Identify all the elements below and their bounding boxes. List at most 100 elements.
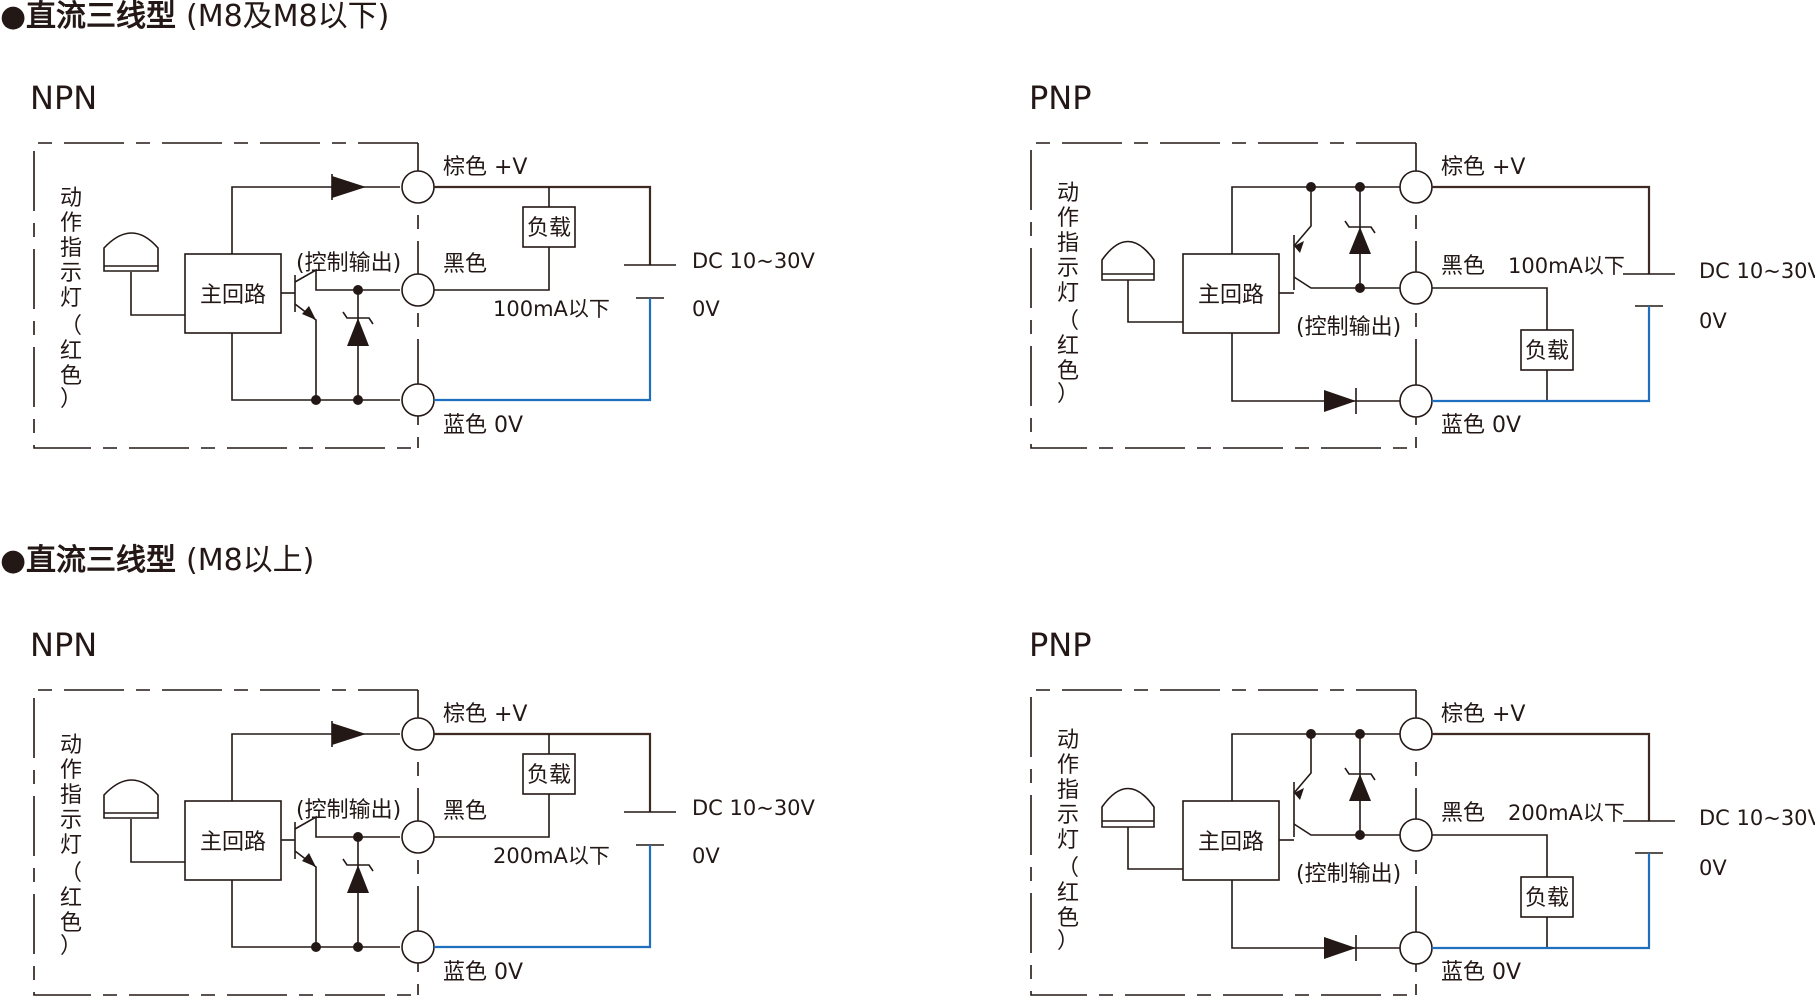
main-circuit-label: 主回路 bbox=[1198, 283, 1264, 308]
load-box bbox=[1520, 329, 1574, 371]
current-label: 200mA以下 bbox=[493, 844, 610, 868]
sensor-enclosure bbox=[33, 142, 418, 449]
svg-text:作: 作 bbox=[60, 211, 82, 236]
brown-wire-label: 棕色 +V bbox=[443, 155, 527, 180]
black-wire-label: 黑色 bbox=[1441, 254, 1485, 279]
svg-text:动: 动 bbox=[1057, 728, 1079, 753]
svg-text:示: 示 bbox=[60, 808, 82, 833]
transistor-emitter-arrow bbox=[1294, 788, 1304, 800]
blue-wire-label: 蓝色 0V bbox=[1441, 960, 1521, 985]
terminal-blue bbox=[401, 383, 435, 417]
svg-text:色: 色 bbox=[1057, 359, 1079, 384]
supply-label: DC 10~30V bbox=[692, 249, 816, 273]
main-circuit-label: 主回路 bbox=[1198, 830, 1264, 855]
current-label: 100mA以下 bbox=[1508, 254, 1625, 278]
svg-text:（: （ bbox=[1057, 309, 1079, 334]
load-label: 负载 bbox=[527, 216, 571, 241]
diode-icon bbox=[332, 723, 366, 745]
control-output-label: (控制输出) bbox=[296, 251, 401, 276]
zener-icon bbox=[347, 865, 369, 893]
indicator-lamp-icon bbox=[103, 232, 159, 272]
load-box bbox=[522, 753, 576, 795]
svg-text:红: 红 bbox=[60, 339, 82, 364]
control-output-label: (控制输出) bbox=[296, 798, 401, 823]
transistor-emitter-arrow bbox=[1294, 241, 1304, 253]
npn-diagram: NPN 动 作 指 示 灯 （ 红 色 ） 主回路 bbox=[30, 79, 816, 449]
black-wire-label: 黑色 bbox=[1441, 801, 1485, 826]
load-box bbox=[522, 206, 576, 248]
indicator-label: 动 作 指 示 灯 （ 红 色 ） bbox=[1057, 728, 1079, 954]
sensor-enclosure bbox=[1030, 689, 1416, 996]
pnp-diagram: PNP 动 作 指 示 灯 （ 红 色 ） 主回路 bbox=[1029, 626, 1815, 996]
control-output-label: (控制输出) bbox=[1296, 862, 1401, 887]
terminal-brown bbox=[1399, 717, 1433, 751]
indicator-lamp-icon bbox=[103, 779, 159, 819]
zener-icon bbox=[1349, 774, 1371, 801]
svg-text:灯: 灯 bbox=[1057, 828, 1079, 853]
section-title-rest: (M8及M8以下) bbox=[186, 0, 389, 34]
svg-text:灯: 灯 bbox=[60, 833, 82, 858]
svg-text:作: 作 bbox=[60, 758, 82, 783]
zero-volt-label: 0V bbox=[692, 844, 720, 868]
control-output-label: (控制输出) bbox=[1296, 315, 1401, 340]
load-box bbox=[1520, 876, 1574, 918]
blue-wire-label: 蓝色 0V bbox=[1441, 413, 1521, 438]
transistor-emitter-arrow bbox=[302, 853, 316, 867]
svg-text:示: 示 bbox=[60, 261, 82, 286]
pnp-label: PNP bbox=[1029, 626, 1092, 664]
svg-text:）: ） bbox=[60, 934, 82, 959]
svg-text:灯: 灯 bbox=[60, 286, 82, 311]
sensor-enclosure bbox=[33, 689, 418, 996]
npn-diagram: NPN 动 作 指 示 灯 （ 红 色 ） 主回路 bbox=[30, 626, 816, 996]
brown-wire-label: 棕色 +V bbox=[1441, 702, 1525, 727]
black-wire-label: 黑色 bbox=[443, 252, 487, 277]
svg-text:）: ） bbox=[1057, 929, 1079, 954]
current-label: 100mA以下 bbox=[493, 297, 610, 321]
svg-text:（: （ bbox=[1057, 856, 1079, 881]
terminal-black bbox=[401, 820, 435, 854]
svg-text:示: 示 bbox=[1057, 256, 1079, 281]
terminal-blue bbox=[1399, 931, 1433, 965]
current-label: 200mA以下 bbox=[1508, 801, 1625, 825]
terminal-black bbox=[401, 273, 435, 307]
svg-text:）: ） bbox=[1057, 382, 1079, 407]
npn-label: NPN bbox=[30, 626, 97, 664]
svg-text:（: （ bbox=[60, 861, 82, 886]
terminal-brown bbox=[401, 717, 435, 751]
terminal-black bbox=[1399, 818, 1433, 852]
svg-text:指: 指 bbox=[1057, 778, 1079, 803]
svg-text:红: 红 bbox=[60, 886, 82, 911]
section-title-rest: (M8以上) bbox=[186, 543, 314, 578]
svg-text:灯: 灯 bbox=[1057, 281, 1079, 306]
section-bullet: ● bbox=[0, 543, 26, 578]
main-circuit-label: 主回路 bbox=[200, 830, 266, 855]
svg-text:指: 指 bbox=[60, 236, 82, 261]
diode-icon bbox=[1324, 390, 1356, 412]
sensor-enclosure bbox=[1030, 142, 1416, 449]
svg-text:动: 动 bbox=[1057, 181, 1079, 206]
main-circuit-box bbox=[184, 253, 282, 334]
supply-label: DC 10~30V bbox=[1699, 806, 1815, 830]
zener-icon bbox=[347, 318, 369, 346]
section-2: ● 直流三线型 (M8以上) NPN 动 作 指 示 灯 （ 红 色 ） bbox=[0, 543, 1815, 996]
section-bullet: ● bbox=[0, 0, 26, 34]
main-circuit-box bbox=[184, 800, 282, 881]
indicator-lamp-icon bbox=[1101, 787, 1155, 828]
zero-volt-label: 0V bbox=[1699, 856, 1727, 880]
svg-text:作: 作 bbox=[1057, 753, 1079, 778]
diode-icon bbox=[332, 176, 366, 198]
black-wire-label: 黑色 bbox=[443, 799, 487, 824]
main-circuit-label: 主回路 bbox=[200, 283, 266, 308]
svg-text:色: 色 bbox=[1057, 906, 1079, 931]
zero-volt-label: 0V bbox=[692, 297, 720, 321]
brown-wire-label: 棕色 +V bbox=[443, 702, 527, 727]
blue-wire-label: 蓝色 0V bbox=[443, 413, 523, 438]
indicator-lamp-icon bbox=[1101, 240, 1155, 281]
svg-text:（: （ bbox=[60, 314, 82, 339]
supply-label: DC 10~30V bbox=[1699, 259, 1815, 283]
indicator-label: 动 作 指 示 灯 （ 红 色 ） bbox=[1057, 181, 1079, 407]
svg-text:动: 动 bbox=[60, 733, 82, 758]
load-label: 负载 bbox=[1525, 339, 1569, 364]
zero-volt-label: 0V bbox=[1699, 309, 1727, 333]
